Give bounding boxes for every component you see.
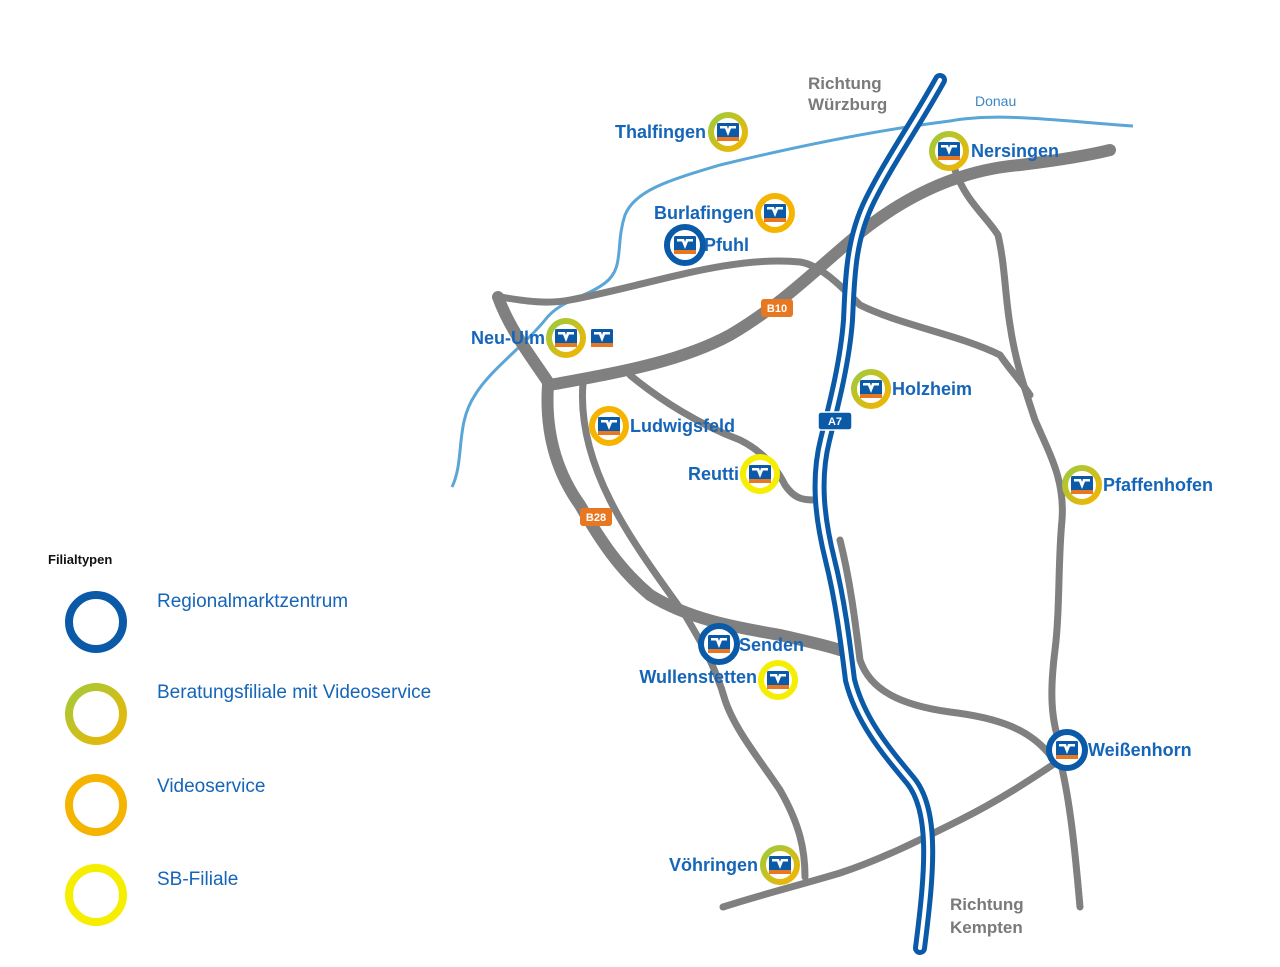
branch-marker-weissenhorn[interactable] <box>1046 729 1088 771</box>
branch-label-voehringen: Vöhringen <box>669 855 758 875</box>
direction-north-line2: Würzburg <box>808 95 887 114</box>
branch-label-reutti: Reutti <box>688 464 739 484</box>
branch-marker-nersingen[interactable] <box>929 131 969 171</box>
branch-label-holzheim: Holzheim <box>892 379 972 399</box>
road-shield-b10: B10 <box>761 299 793 317</box>
main-roads <box>492 144 1116 656</box>
road-shield-b28: B28 <box>580 508 612 526</box>
direction-south-line2: Kempten <box>950 918 1023 937</box>
branch-label-nersingen: Nersingen <box>971 141 1059 161</box>
branch-label-pfaffenhofen: Pfaffenhofen <box>1103 475 1213 495</box>
svg-text:B28: B28 <box>586 512 606 524</box>
branch-marker-pfuhl[interactable] <box>664 224 706 266</box>
branch-marker-wullenstetten[interactable] <box>758 660 798 700</box>
branch-label-thalfingen: Thalfingen <box>615 122 706 142</box>
branch-label-pfuhl: Pfuhl <box>704 235 749 255</box>
direction-south-line1: Richtung <box>950 895 1024 914</box>
branch-marker-thalfingen[interactable] <box>708 112 748 152</box>
branch-marker-senden[interactable] <box>698 623 740 665</box>
highway-a7-outer <box>812 73 947 955</box>
branch-marker-pfaffenhofen[interactable] <box>1062 465 1102 505</box>
branch-marker-burlafingen[interactable] <box>755 193 795 233</box>
branch-marker-holzheim[interactable] <box>851 369 891 409</box>
highway-a7-inner <box>817 78 942 950</box>
direction-north-line1: Richtung <box>808 74 882 93</box>
river-danube <box>450 115 1134 488</box>
branch-marker-ludwigsfeld[interactable] <box>589 406 629 446</box>
branch-label-senden: Senden <box>739 635 804 655</box>
river-label: Donau <box>975 93 1016 109</box>
svg-text:A7: A7 <box>828 416 842 428</box>
branch-label-burlafingen: Burlafingen <box>654 203 754 223</box>
road-shield-a7: A7 <box>817 411 853 431</box>
branch-label-neu-ulm: Neu-Ulm <box>471 328 545 348</box>
branch-label-weissenhorn: Weißenhorn <box>1088 740 1192 760</box>
branch-label-wullenstetten: Wullenstetten <box>639 667 757 687</box>
branch-marker-voehringen[interactable] <box>760 845 800 885</box>
local-roads <box>496 166 1084 911</box>
branch-label-ludwigsfeld: Ludwigsfeld <box>630 416 735 436</box>
branch-marker-neu-ulm[interactable] <box>546 318 613 358</box>
branch-marker-reutti[interactable] <box>740 454 780 494</box>
svg-text:B10: B10 <box>767 303 787 315</box>
